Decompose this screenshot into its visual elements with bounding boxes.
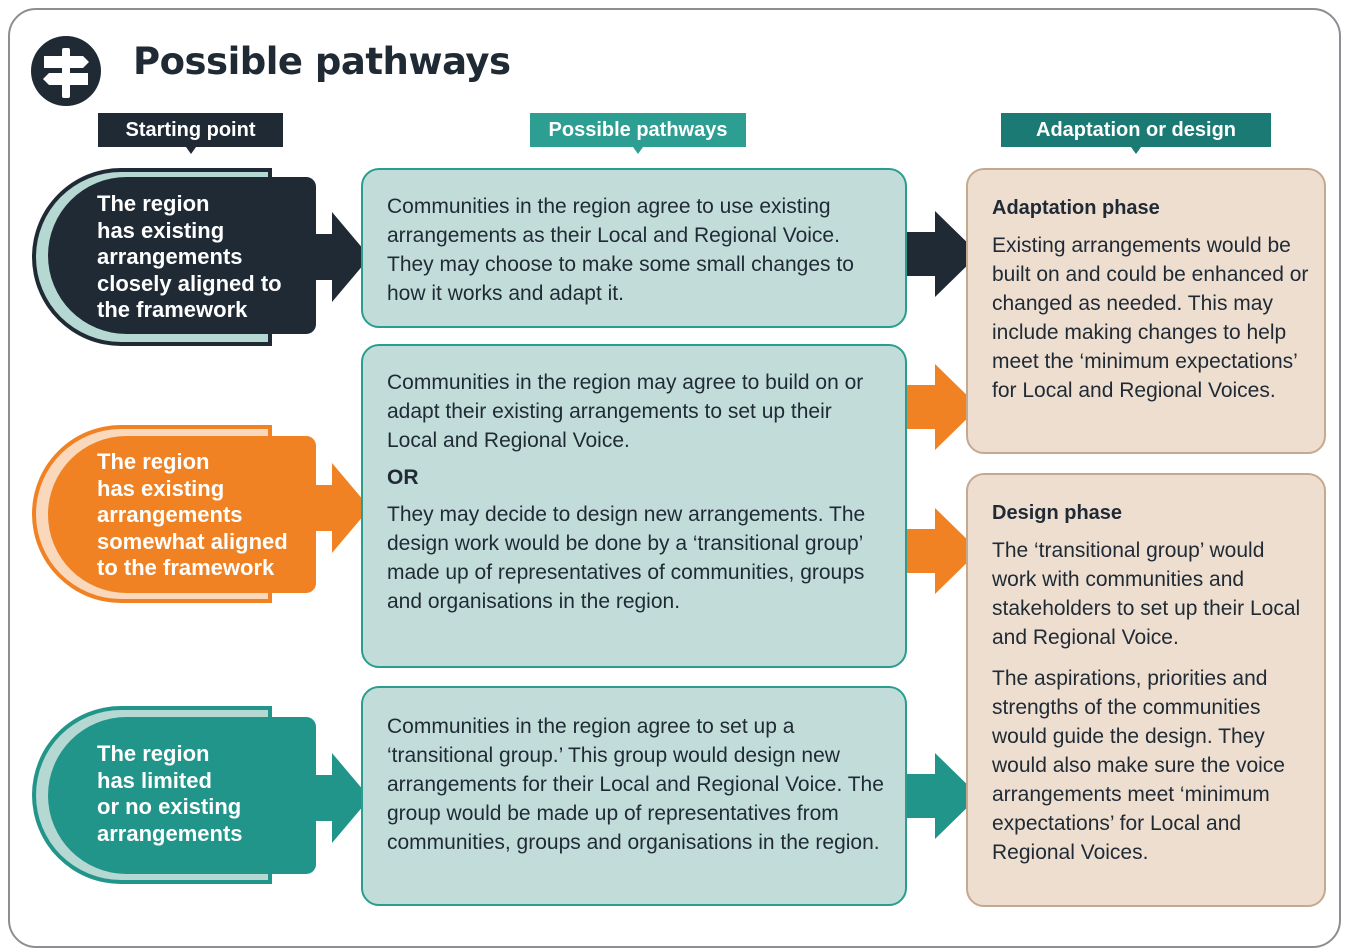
pathway-text: Communities in the region agree to use e… [387, 195, 854, 305]
starting-point-closely-aligned: The region has existing arrangements clo… [48, 177, 316, 334]
pill-line: has existing [97, 217, 225, 243]
starting-point-limited: The region has limited or no existing ar… [48, 717, 316, 874]
pathway-text: Communities in the region agree to set u… [387, 715, 884, 854]
pill-line: arrangements [97, 820, 243, 846]
arrow-right-icon [314, 212, 370, 302]
header-starting-point: Starting point [98, 113, 283, 154]
starting-point-somewhat-aligned: The region has existing arrangements som… [48, 436, 316, 593]
signpost-icon [31, 36, 101, 106]
pathway-text: Communities in the region may agree to b… [387, 371, 864, 452]
or-label: OR [387, 466, 419, 489]
pill-line: The region [97, 191, 210, 216]
pill-line: arrangements [97, 244, 243, 269]
pathway-box-adapt-or-design: Communities in the region may agree to b… [361, 344, 907, 668]
pathway-text: They may decide to design new arrangemen… [387, 503, 866, 613]
design-phase-box: Design phase The ‘transitional group’ wo… [966, 473, 1326, 907]
pill-line: The region [97, 741, 210, 766]
arrow-right-icon [907, 508, 979, 594]
arrow-right-icon [907, 364, 979, 450]
pill-line: closely aligned to [97, 270, 282, 296]
adaptation-phase-text: Existing arrangements would be built on … [992, 234, 1309, 402]
arrow-right-icon [314, 753, 370, 843]
pill-line: has existing [97, 475, 225, 501]
pill-line: arrangements [97, 502, 243, 527]
pill-line: somewhat aligned [97, 528, 288, 554]
pathway-box-transitional-group: Communities in the region agree to set u… [361, 686, 907, 906]
header-adaptation-or-design: Adaptation or design [1001, 113, 1271, 154]
design-phase-text: The aspirations, priorities and strength… [992, 667, 1285, 864]
page-title: Possible pathways [133, 40, 511, 83]
header-possible-pathways: Possible pathways [530, 113, 746, 154]
adaptation-phase-heading: Adaptation phase [992, 197, 1160, 219]
arrow-right-icon [314, 463, 370, 553]
pathway-box-existing: Communities in the region agree to use e… [361, 168, 907, 328]
pill-line: or no existing [97, 794, 242, 819]
arrow-right-icon [907, 211, 979, 297]
pill-line: has limited [97, 767, 212, 793]
pill-line: the framework [97, 297, 248, 322]
design-phase-heading: Design phase [992, 502, 1123, 524]
arrow-right-icon [907, 753, 979, 839]
design-phase-text: The ‘transitional group’ would work with… [992, 539, 1301, 649]
pill-line: to the framework [97, 555, 275, 580]
pill-line: The region [97, 449, 210, 474]
adaptation-phase-box: Adaptation phase Existing arrangements w… [966, 168, 1326, 454]
